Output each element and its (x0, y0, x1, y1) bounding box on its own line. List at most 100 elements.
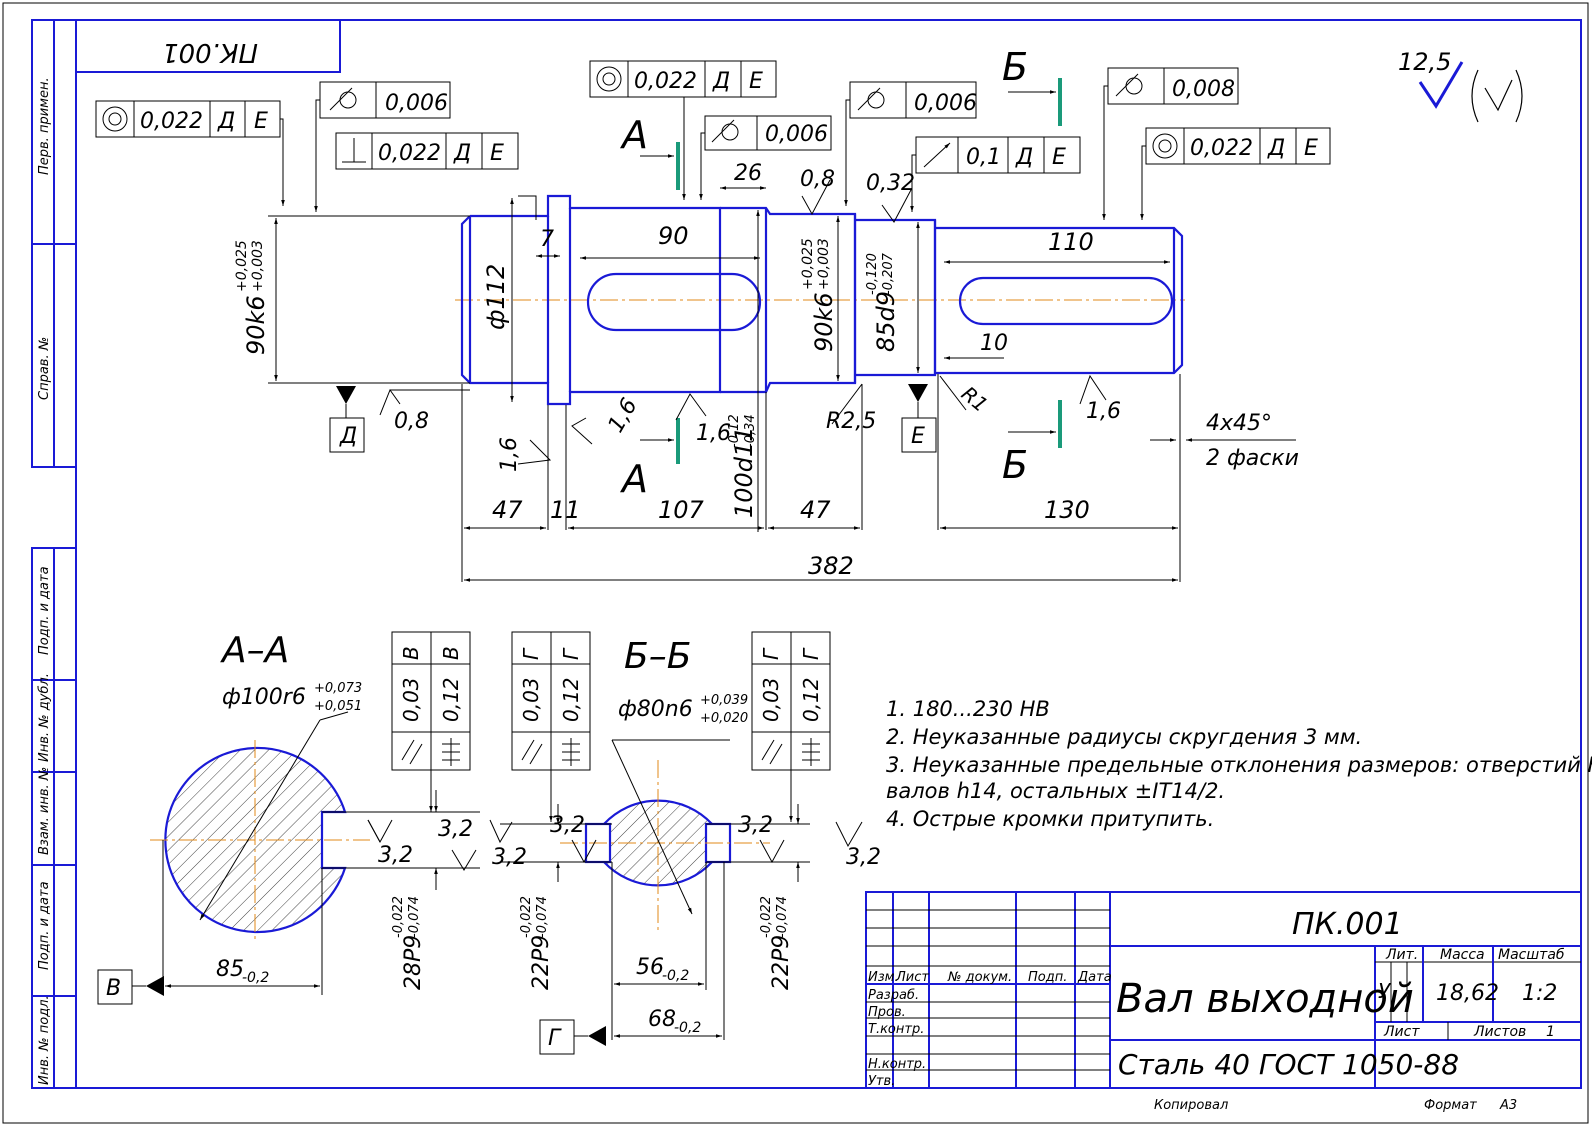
ft-datum: Г (519, 647, 543, 660)
dim-90: 90 (580, 222, 760, 260)
side-label: Взам. инв. № (37, 767, 52, 855)
dim-label: 47 (800, 496, 831, 524)
ft-datum: Д (217, 109, 235, 134)
tb-label: Листов (1473, 1024, 1526, 1040)
ft-value: 0,12 (439, 677, 463, 722)
ft-datum: В (399, 646, 423, 660)
ft-value: 0,022 (634, 69, 697, 94)
dim-tol: -0,34 (743, 414, 758, 448)
dim-label: 90k6 (810, 292, 838, 352)
tb-mass: 18,62 (1436, 981, 1499, 1006)
dim-tol: +0,025 (800, 238, 816, 290)
tb-header: Дата (1077, 970, 1112, 985)
dim-label: ф112 (482, 264, 510, 330)
ft-value: 0,03 (399, 677, 423, 722)
tb-header: № докум. (947, 970, 1012, 985)
roughness-mark: 3,2 (550, 813, 585, 838)
tb-name: Вал выходной (1116, 976, 1414, 1022)
dim-label: 100d11 (730, 426, 758, 518)
ft-datum: Г (559, 647, 583, 660)
dim-label: 2 фаски (1206, 446, 1299, 471)
tb-label: Лист (1383, 1024, 1420, 1040)
ft-value: 0,12 (799, 677, 823, 722)
ft-value: 0,008 (1172, 77, 1235, 102)
ft-datum: Д (712, 69, 730, 94)
ft-datum: Г (759, 647, 783, 660)
ft-t1: 0,022 Д Е (95, 100, 285, 206)
roughness-mark: 1,6 (1086, 399, 1121, 424)
ft-datum: Е (1052, 145, 1066, 170)
dim-112: ф112 (482, 198, 514, 402)
dim-label: ф80n6 (618, 697, 693, 722)
tb-material: Сталь 40 ГОСТ 1050-88 (1118, 1048, 1459, 1081)
dim-tol: -0,2 (242, 970, 269, 986)
side-label: Инв. № подл. (37, 995, 52, 1085)
roughness-mark: 0,32 (866, 171, 915, 196)
ft-value: 0,006 (765, 122, 828, 147)
ft-datum: Е (1304, 136, 1318, 161)
dim-tol: +0,003 (250, 240, 266, 292)
tb-label: Масштаб (1498, 947, 1565, 963)
corner-stamp: ПК.001 (76, 20, 341, 73)
dim-label: 26 (734, 161, 762, 186)
dim-tol: +0,003 (816, 238, 832, 290)
side-label: Перв. примен. (37, 77, 52, 175)
dim-tol: -0,120 (865, 253, 880, 295)
dim-label: 11 (550, 496, 581, 524)
dim-7: 7 (535, 200, 560, 258)
tb-code: ПК.001 (1292, 907, 1403, 942)
roughness-mark: 1,6 (604, 394, 643, 437)
side-column: Перв. примен. Справ. № Подп. и дата Инв.… (31, 19, 77, 1089)
footer: Копировал Формат А3 (1154, 1098, 1517, 1113)
dim-tol: +0,039 (700, 693, 748, 708)
shaft-view (455, 194, 1185, 406)
footer-copied: Копировал (1154, 1098, 1228, 1113)
tb-header: Изм. (868, 970, 899, 985)
ft-t2: 0,006 (314, 81, 451, 212)
dim-label: 90k6 (242, 295, 270, 355)
note-line: 1. 180...230 HB (886, 697, 1050, 721)
ft-datum: В (439, 646, 463, 660)
dim-tol: +0,051 (314, 699, 362, 714)
roughness-mark: 3,2 (738, 813, 773, 838)
ft-t8: 0,008 (1102, 67, 1239, 220)
tb-role: Пров. (868, 1005, 906, 1020)
dim-chain: 47 11 107 47 130 382 (461, 374, 1181, 582)
dim-tol: -0,2 (662, 968, 689, 984)
tb-role: Разраб. (868, 988, 919, 1003)
tb-role: Утв. (868, 1074, 895, 1089)
dim-label: 68 (648, 1007, 676, 1032)
datum-letter: Д (339, 424, 357, 449)
dim-label: 382 (808, 552, 854, 580)
general-roughness: 12,5 (1398, 48, 1523, 123)
dim-tol: +0,025 (234, 240, 250, 292)
ft-datum: Е (254, 109, 268, 134)
dim-label: 56 (636, 955, 664, 980)
ft-value: 0,022 (1190, 136, 1253, 161)
dim-tol: -0,022 (519, 896, 534, 938)
dim-tol: -0,074 (407, 896, 422, 938)
section-letter: Б (1002, 443, 1028, 487)
dim-label: 85d9 (872, 291, 900, 352)
ft-t9: 0,022 Д Е (1140, 127, 1331, 220)
dim-label: 10 (980, 331, 1008, 356)
dim-label: 107 (658, 496, 705, 524)
chamfer-note: 4x45° 2 фаски (1150, 411, 1299, 471)
side-label: Инв. № дубл. (37, 673, 52, 762)
ft-value: 0,03 (519, 677, 543, 722)
ft-t5: 0,006 (699, 115, 832, 200)
dim-90k6-left: 90k6 +0,025 +0,003 (234, 215, 470, 384)
ft-value: 0,12 (559, 677, 583, 722)
tb-sheets: 1 (1546, 1024, 1555, 1040)
tb-header: Лист (895, 970, 929, 985)
tb-lit: У (1378, 979, 1392, 1003)
ft-value: 0,022 (378, 141, 441, 166)
ft-t4: 0,022 Д Е (589, 60, 777, 200)
roughness-mark: 1,6 (497, 437, 522, 472)
section-mark-b-bottom: Б (1002, 400, 1062, 487)
roughness-mark: 1,6 (696, 421, 731, 446)
tb-label: Масса (1440, 947, 1485, 963)
roughness-mark: 0,8 (800, 167, 835, 192)
